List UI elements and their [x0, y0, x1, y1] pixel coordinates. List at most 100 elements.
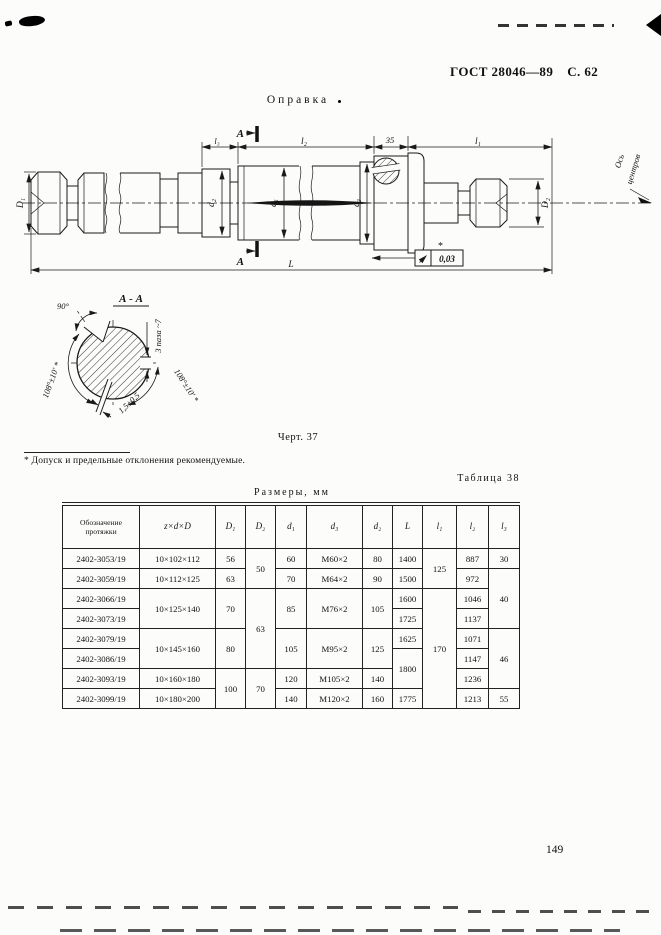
- cell-zdD: 10×102×112: [139, 548, 216, 569]
- table-row: 2402-3099/19 10×180×200 140 М120×2 160 1…: [62, 688, 520, 709]
- axis-note-line2: центров: [624, 153, 643, 186]
- cell-d1: 120: [275, 668, 307, 689]
- cell-zdD: 10×160×180: [139, 668, 216, 689]
- col-designation: Обозначение протяжки: [62, 503, 140, 549]
- figure-title: Оправка: [266, 94, 330, 106]
- cell-l3: 46: [488, 628, 520, 689]
- cell-designation: 2402-3099/19: [62, 688, 140, 709]
- cell-zdD: 10×125×140: [139, 588, 216, 629]
- cell-l2: 1213: [456, 688, 489, 709]
- cell-l2: 1147: [456, 648, 489, 669]
- table-row: 2402-3053/19 10×102×112 56 50 60 М60×2 8…: [62, 548, 520, 589]
- section-cut-markers: А А: [236, 126, 259, 268]
- scan-artifact: [646, 14, 661, 36]
- cell-d3: М105×2: [306, 668, 363, 689]
- cell-L: 1800: [392, 648, 423, 689]
- cell-d2: 80: [362, 548, 393, 569]
- scan-artifact: [498, 24, 614, 27]
- col-l2: l₂: [456, 503, 489, 549]
- cell-designation: 2402-3066/19: [62, 588, 140, 609]
- cell-d1: 85: [275, 588, 307, 629]
- cell-L: 1600: [392, 588, 423, 609]
- table-caption: Таблица 38: [457, 473, 520, 484]
- cell-zdD: 10×112×125: [139, 568, 216, 589]
- cell-d1: 105: [275, 628, 307, 669]
- section-body: [71, 308, 157, 416]
- runout-note-mark: *: [438, 241, 443, 252]
- gost-number: ГОСТ 28046—89: [450, 64, 554, 79]
- section-letter-bottom: А: [236, 256, 244, 268]
- cell-L: 1625: [392, 628, 423, 649]
- cell-L: 1725: [392, 608, 423, 629]
- cell-d3: М95×2: [306, 628, 363, 669]
- cell-designation: 2402-3053/19: [62, 548, 140, 569]
- sheet-number: С. 62: [567, 64, 599, 79]
- dim-l3: l₃: [214, 136, 219, 146]
- cell-l2: 1137: [456, 608, 489, 629]
- col-D2: D₂: [245, 503, 276, 549]
- footnote: * Допуск и предельные отклонения рекомен…: [24, 456, 246, 466]
- document-header: ГОСТ 28046—89 С. 62: [450, 64, 598, 80]
- axis-note-line1: Ось: [612, 153, 626, 169]
- cell-d3: М60×2: [306, 548, 363, 569]
- main-drawing: D₁ d₂ d₁ d₃ D₂ l₃ l₂: [16, 126, 654, 274]
- table-header-row: Обозначение протяжки z×d×D D₁ D₂ d₁ d₃ d…: [62, 503, 520, 549]
- table-row: 2402-3093/19 10×160×180 100 70 120 М105×…: [62, 668, 520, 709]
- cell-d3: М120×2: [306, 688, 363, 709]
- cell-D2: 50: [245, 548, 276, 589]
- dim-d2: d₂: [207, 198, 217, 207]
- cell-D1: 70: [215, 588, 246, 629]
- col-L: L: [392, 503, 423, 549]
- cell-l3: 40: [488, 568, 520, 629]
- dimension-lines: D₁ d₂ d₁ d₃ D₂ l₃ l₂: [16, 135, 553, 274]
- runout-value: 0,03: [439, 254, 455, 264]
- cell-designation: 2402-3086/19: [62, 648, 140, 669]
- dim-D1: D₁: [16, 198, 26, 209]
- cell-d1: 70: [275, 568, 307, 589]
- axis-of-centers-note: Ось центров: [612, 153, 652, 203]
- cell-L: 1500: [392, 568, 423, 589]
- table-row: 2402-3066/19 10×125×140 70 63 85 М76×2 1…: [62, 588, 520, 709]
- dim-d3: d₃: [352, 199, 362, 207]
- cell-D1: 80: [215, 628, 246, 669]
- scan-artifact: [468, 910, 658, 913]
- cell-l3: 55: [488, 688, 520, 709]
- cell-l3: 30: [488, 548, 520, 569]
- cell-D1: 100: [215, 668, 246, 709]
- cell-l2: 887: [456, 548, 489, 569]
- col-d3: d₃: [306, 503, 363, 549]
- dim-l2: l₂: [301, 137, 308, 147]
- cell-d2: 90: [362, 568, 393, 589]
- cell-d2: 125: [362, 628, 393, 669]
- col-d2: d₂: [362, 503, 393, 549]
- dim-d1: d₁: [269, 199, 279, 207]
- col-l1: l₁: [422, 503, 457, 549]
- cell-zdD: 10×145×160: [139, 628, 216, 669]
- dim-35: 35: [385, 135, 395, 145]
- col-D1: D₁: [215, 503, 246, 549]
- cell-d2: 160: [362, 688, 393, 709]
- scan-artifact: [18, 14, 46, 28]
- angle-90-label: 90°: [57, 301, 70, 311]
- cell-l2: 1236: [456, 668, 489, 689]
- section-letter-top: А: [236, 128, 244, 140]
- scan-artifact: [60, 929, 620, 932]
- figure-caption: Черт. 37: [277, 432, 319, 443]
- cell-d2: 105: [362, 588, 393, 629]
- dim-L: L: [287, 260, 293, 270]
- scan-artifact: [8, 906, 458, 909]
- angle-left-label: 108°±10′ *: [40, 360, 62, 399]
- cell-D2: 70: [245, 668, 276, 709]
- cell-d2: 140: [362, 668, 393, 689]
- cell-l2: 1046: [456, 588, 489, 609]
- col-l3: l₃: [488, 503, 520, 549]
- cell-d1: 60: [275, 548, 307, 569]
- section-view: А - А 90° 3 паза ~7: [40, 293, 201, 419]
- cell-D2: 63: [245, 588, 276, 669]
- section-title: А - А: [118, 293, 143, 305]
- cell-l1: 125: [422, 548, 457, 589]
- col-d1: d₁: [275, 503, 307, 549]
- col-zdD: z×d×D: [139, 503, 216, 549]
- mandrel-outline: [30, 152, 508, 254]
